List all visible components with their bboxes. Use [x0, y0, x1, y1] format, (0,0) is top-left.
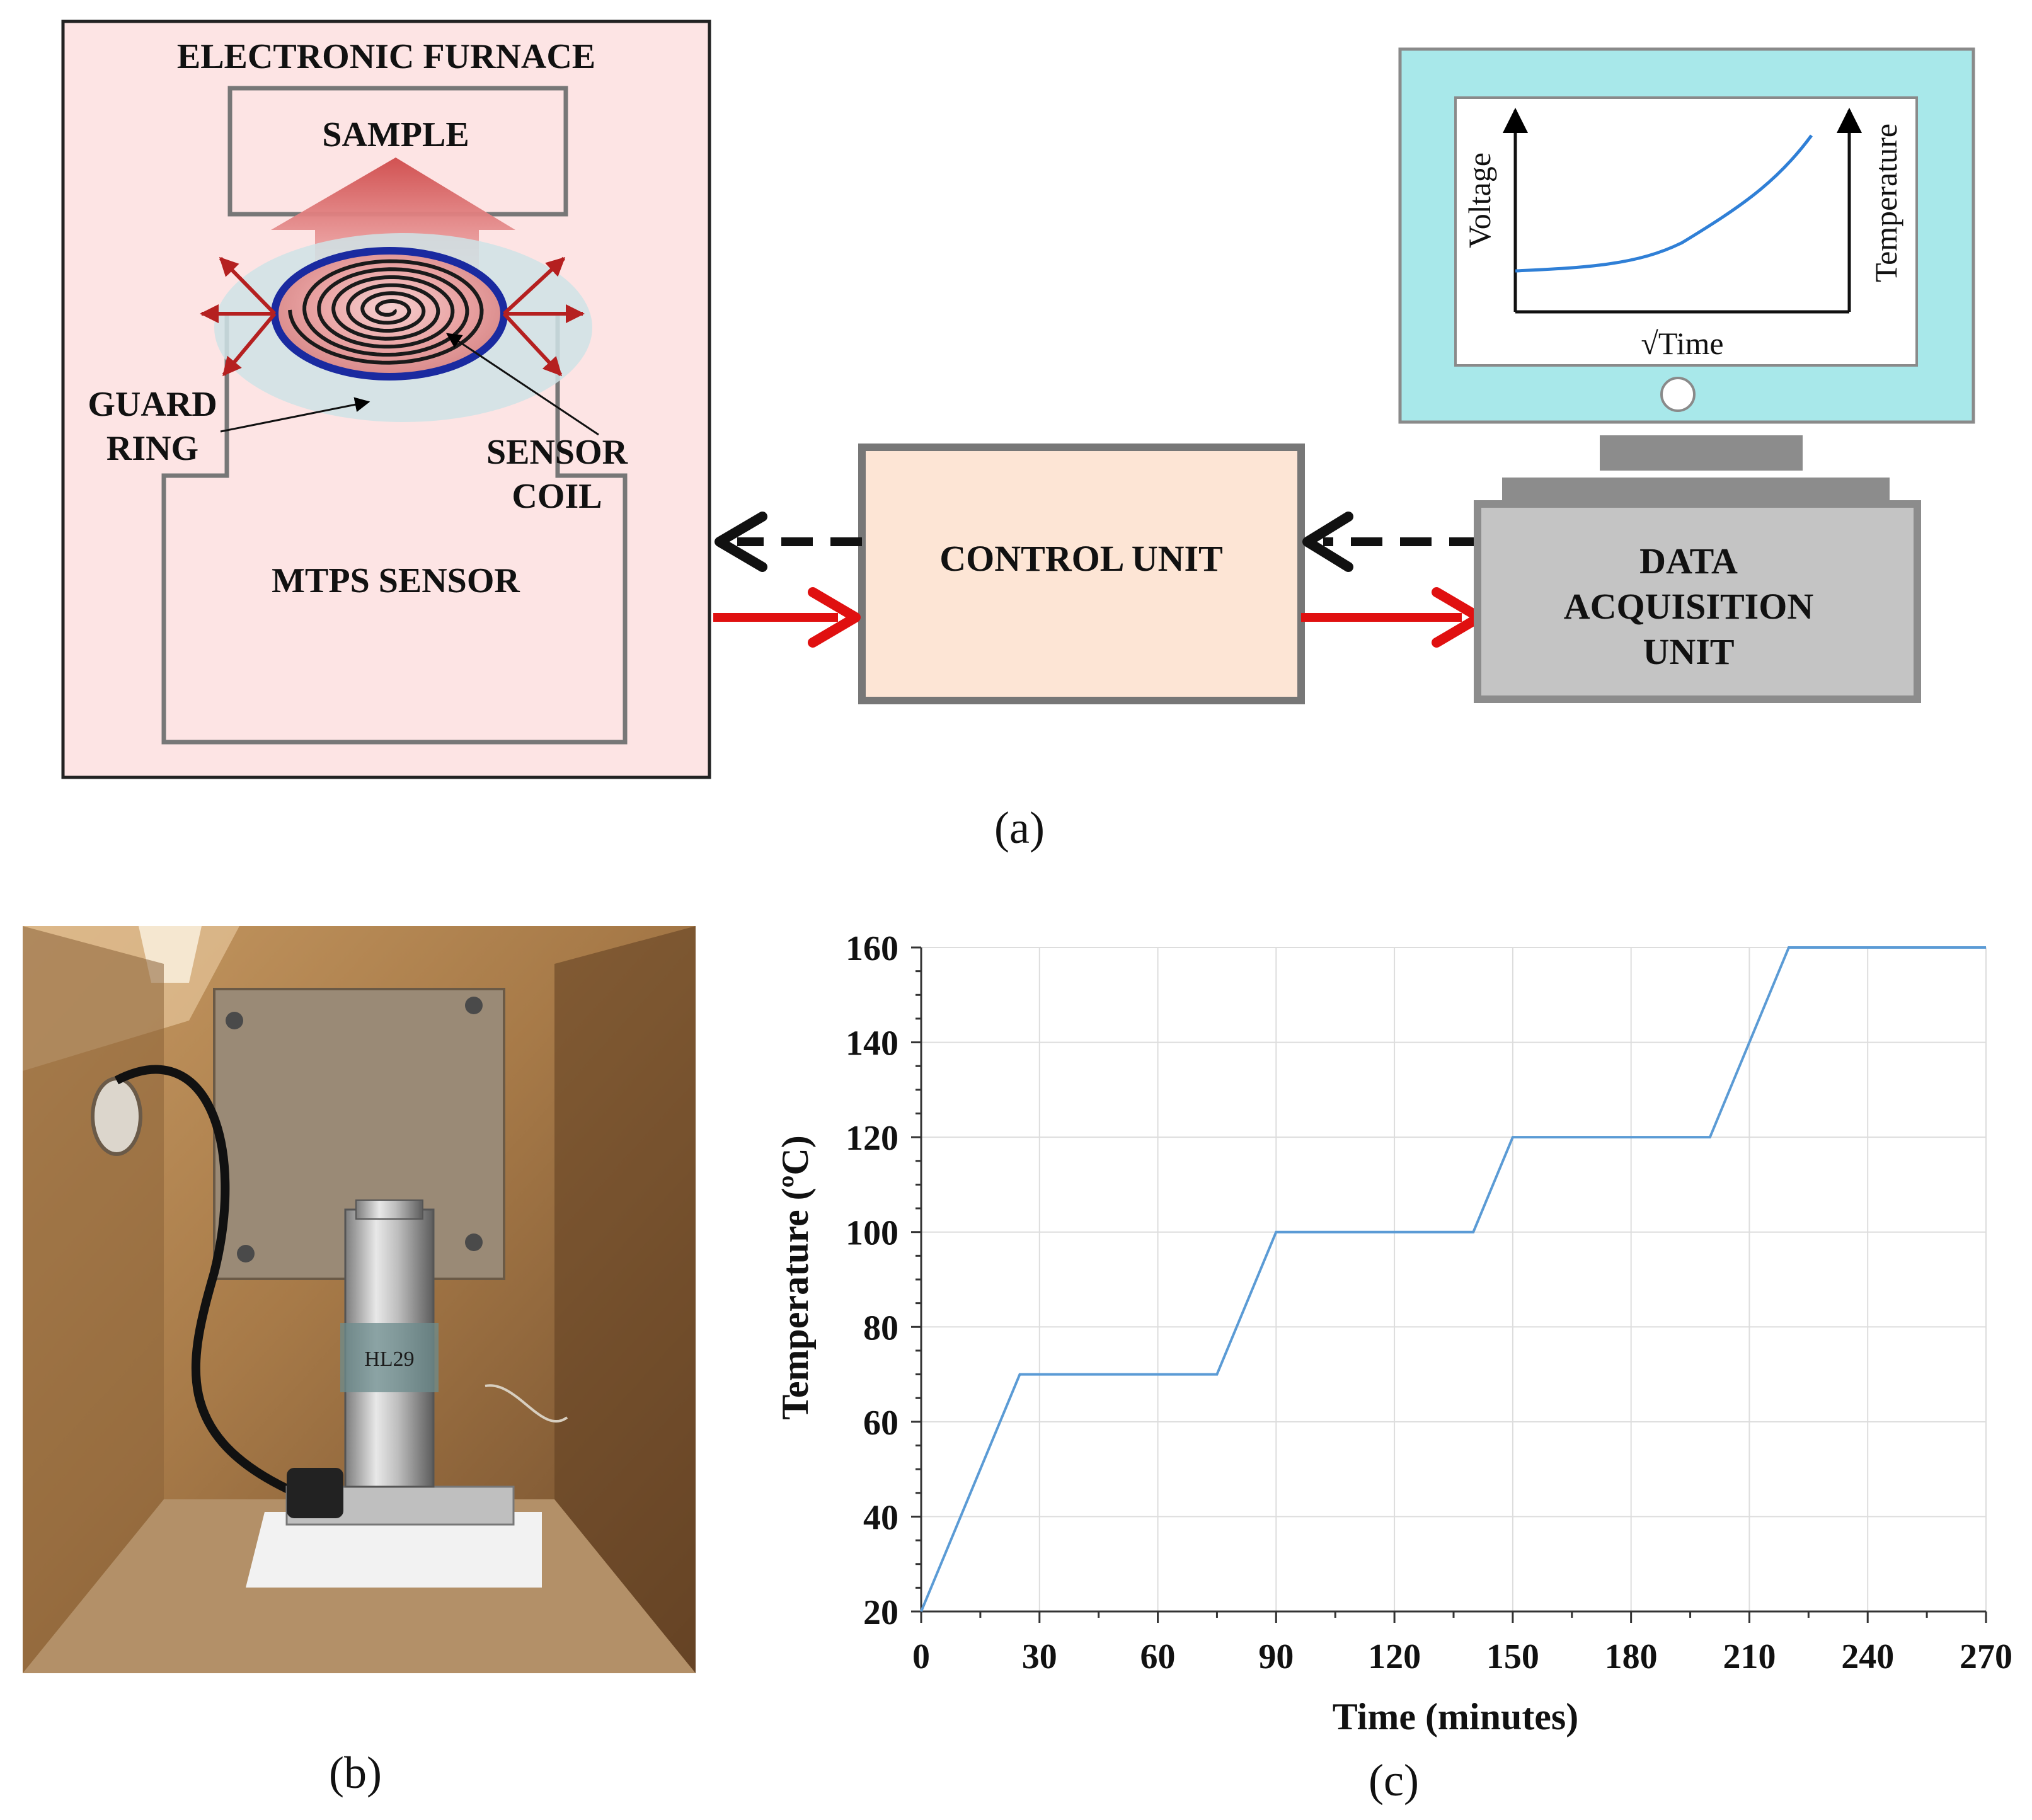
chart-x-tick-labels: 0 30 60 90 120 150 180 210 240 270: [912, 1637, 2012, 1676]
monitor-ylabel-left: Voltage: [1462, 152, 1497, 248]
monitor-xlabel: √Time: [1641, 326, 1723, 361]
panel-a-label: (a): [994, 803, 1045, 853]
arrow-control-to-daq: [1301, 587, 1484, 648]
x-tick-label: 90: [1258, 1637, 1294, 1676]
control-unit-label: CONTROL UNIT: [939, 538, 1223, 579]
panel-a: ELECTRONIC FURNACE SAMPLE GUARD RING: [61, 20, 1975, 853]
sensor-coil-label-2: COIL: [512, 477, 602, 516]
y-tick-label: 60: [863, 1404, 898, 1443]
x-tick-label: 270: [1960, 1637, 2012, 1676]
panel-b: HL29 (b): [23, 926, 696, 1798]
control-unit-box: [858, 444, 1305, 704]
y-tick-label: 140: [846, 1024, 898, 1063]
x-tick-label: 60: [1140, 1637, 1176, 1676]
monitor-stand-neck: [1600, 435, 1803, 471]
daq-label-3: UNIT: [1643, 631, 1734, 672]
mtps-sensor-outline: [161, 315, 628, 745]
radial-heat-arrows: [200, 256, 585, 377]
sensor-coil-leader: [446, 333, 599, 436]
chart-series: [920, 946, 1986, 1612]
sample-label: SAMPLE: [322, 115, 469, 154]
daq-box: [1474, 500, 1921, 703]
x-tick-label: 120: [1368, 1637, 1421, 1676]
arrow-daq-to-control: [1302, 512, 1481, 572]
chart-x-axis-label: Time (minutes): [1333, 1696, 1579, 1737]
y-tick-label: 40: [863, 1498, 898, 1537]
daq-label-1: DATA: [1639, 541, 1738, 581]
chart-axes: [911, 946, 1987, 1623]
x-tick-label: 180: [1605, 1637, 1658, 1676]
furnace-title: ELECTRONIC FURNACE: [177, 37, 595, 76]
sensor-cable: [114, 1065, 298, 1497]
y-tick-label: 120: [846, 1119, 898, 1158]
y-tick-label: 80: [863, 1308, 898, 1348]
panel-c: 20 40 60 80 100 120 140 160 0 30 60 90 120 150 180 210…: [774, 929, 2012, 1806]
spiral-coil: [288, 259, 484, 365]
guard-ring-label-1: GUARD: [88, 385, 217, 424]
mtps-sensor-label: MTPS SENSOR: [272, 561, 520, 600]
y-tick-label: 100: [846, 1214, 898, 1253]
panel-b-label: (b): [329, 1748, 382, 1798]
monitor-power-button: [1660, 377, 1696, 412]
chart-y-axis-label: Temperature (ºC): [774, 1135, 816, 1419]
x-tick-label: 210: [1723, 1637, 1776, 1676]
series-line: [920, 946, 1986, 1612]
arrow-control-to-furnace: [715, 512, 862, 572]
monitor-ylabel-right: Temperature: [1868, 123, 1903, 282]
chart-grid: [921, 947, 1987, 1612]
guard-ring-leader: [220, 397, 370, 433]
monitor-screen: [1454, 96, 1918, 367]
y-tick-label: 160: [846, 929, 898, 968]
daq-label-2: ACQUISITION: [1564, 586, 1814, 627]
guard-ring-label-2: RING: [106, 429, 198, 468]
x-tick-label: 30: [1022, 1637, 1057, 1676]
x-tick-label: 0: [912, 1637, 930, 1676]
sensor-coil-label-1: SENSOR: [486, 433, 628, 472]
furnace-photo: HL29: [23, 926, 696, 1673]
monitor-curve: [1515, 134, 1813, 273]
panel-c-label: (c): [1369, 1755, 1419, 1806]
x-tick-label: 240: [1841, 1637, 1894, 1676]
sample-tag-label: HL29: [364, 1348, 414, 1371]
chart-y-tick-labels: 20 40 60 80 100 120 140 160: [846, 929, 898, 1632]
x-tick-label: 150: [1486, 1637, 1539, 1676]
monitor-plot: Voltage Temperature √Time: [1462, 108, 1903, 361]
y-tick-label: 20: [863, 1593, 898, 1632]
arrow-furnace-to-control: [713, 587, 861, 648]
